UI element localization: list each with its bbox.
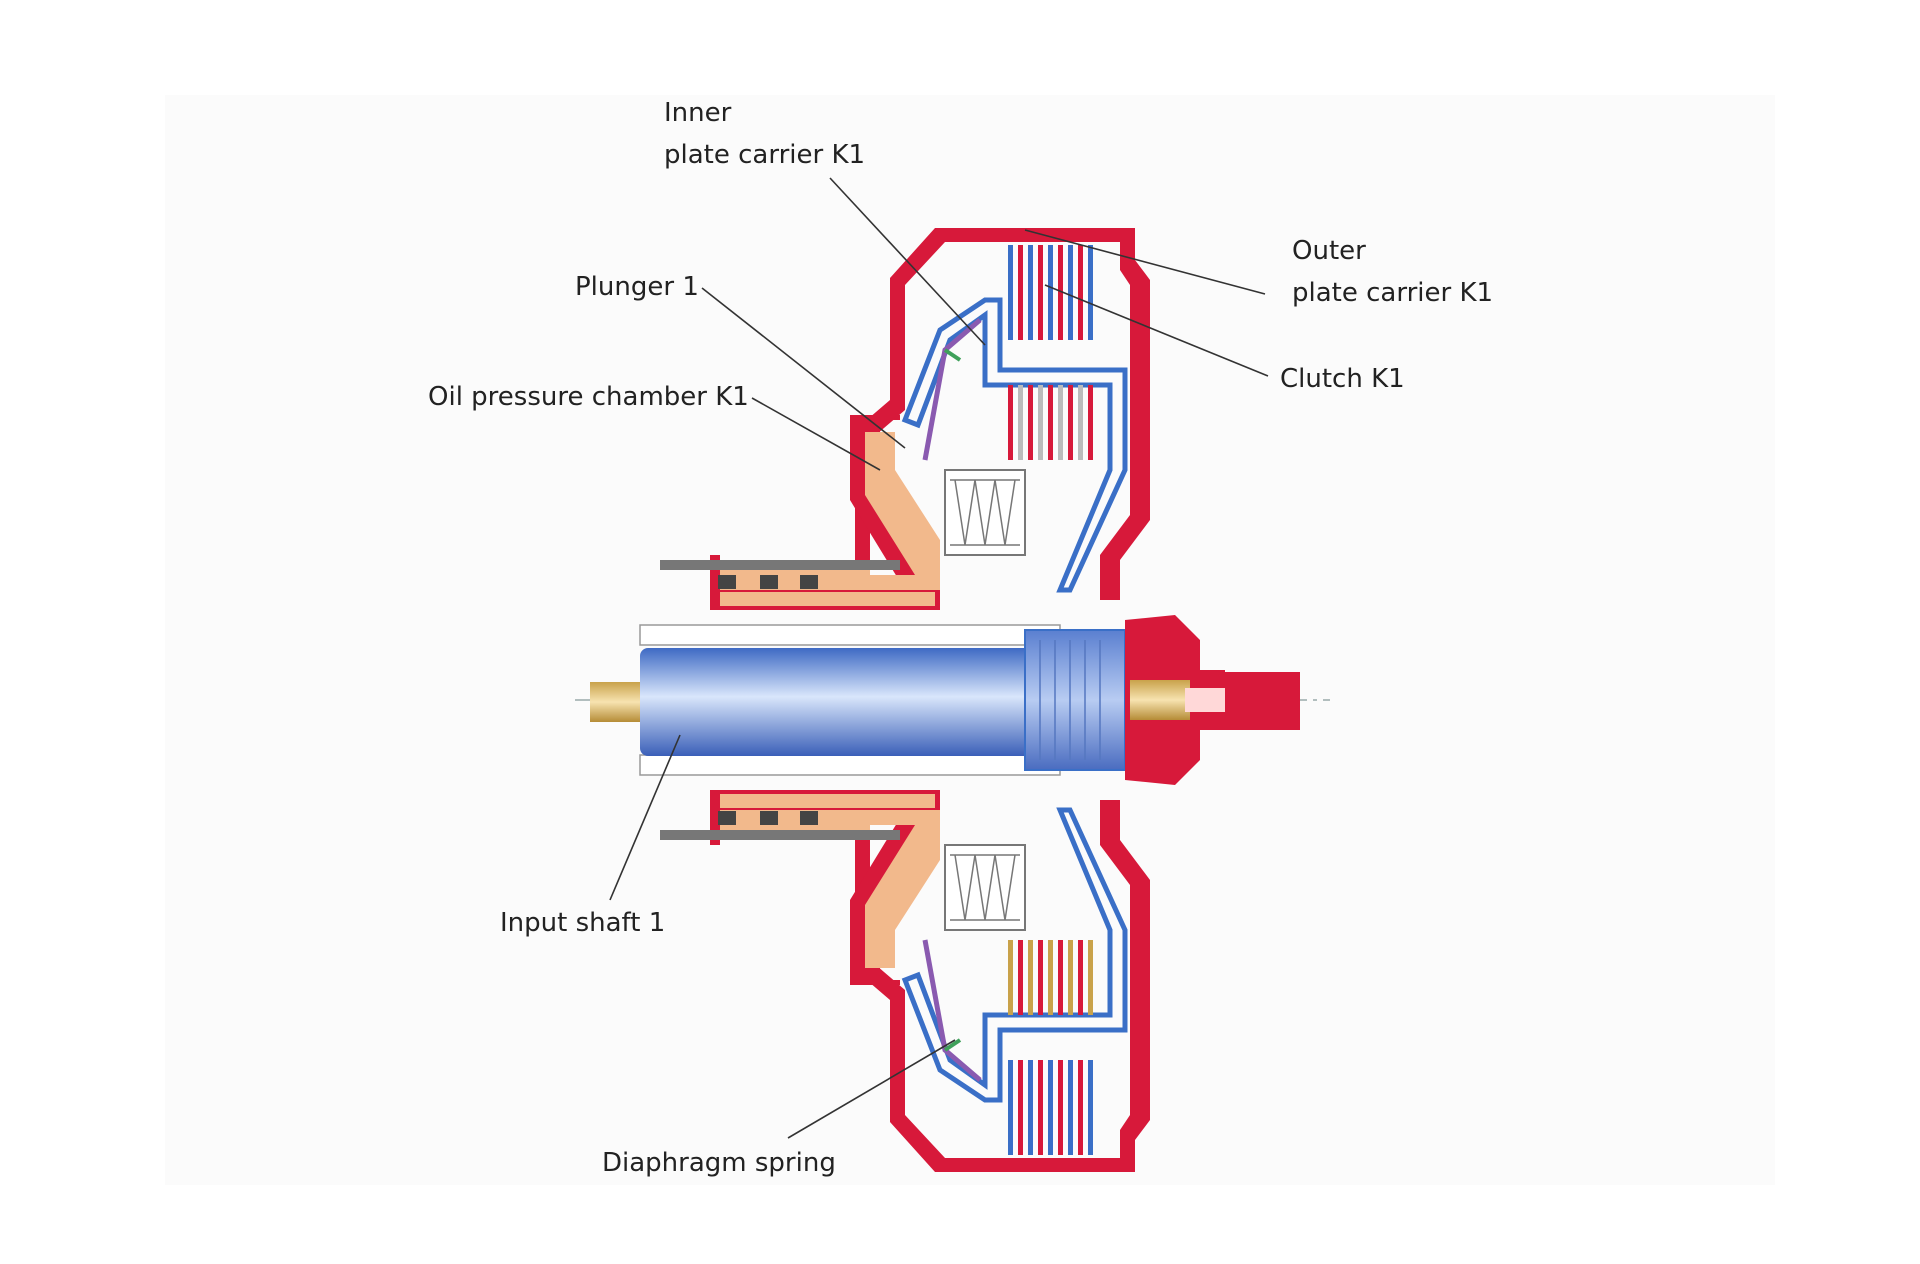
piston-plate-bottom — [720, 794, 935, 808]
label-input-shaft: Input shaft 1 — [500, 908, 666, 938]
diaphragm-green-top — [943, 348, 962, 362]
piston-plate-top — [720, 592, 935, 606]
clutch-plate — [1078, 385, 1083, 460]
label-inner-plate-carrier-line1: Inner — [664, 98, 732, 128]
clutch-plate — [1078, 940, 1083, 1015]
label-inner-plate-carrier-line2: plate carrier K1 — [664, 140, 866, 170]
clutch-plate — [1028, 245, 1033, 340]
clutch-plate — [1068, 940, 1073, 1015]
clutch-plate — [1038, 245, 1043, 340]
clutch-plates-top-outer — [1008, 245, 1093, 340]
clutch-plate — [1058, 245, 1063, 340]
clutch-plate — [1028, 385, 1033, 460]
label-diaphragm-spring: Diaphragm spring — [602, 1148, 836, 1178]
clutch-plate — [1048, 940, 1053, 1015]
label-outer-plate-carrier-line1: Outer — [1292, 236, 1366, 266]
clutch-plate — [1008, 1060, 1013, 1155]
clutch-plate — [1018, 940, 1023, 1015]
leader-outer-plate-carrier — [1024, 229, 1266, 295]
clutch-plate — [1008, 940, 1013, 1015]
oil-pressure-chamber-bottom — [720, 810, 940, 968]
input-shaft-1 — [640, 648, 1035, 756]
seal-top-1 — [718, 575, 736, 589]
clutch-plate — [1048, 1060, 1053, 1155]
clutch-plate — [1028, 940, 1033, 1015]
clutch-plate — [1088, 940, 1093, 1015]
input-shaft-tip — [590, 682, 640, 722]
clutch-plate — [1078, 245, 1083, 340]
clutch-plate — [1038, 385, 1043, 460]
clutch-plate — [1008, 385, 1013, 460]
clutch-plate — [1058, 940, 1063, 1015]
clutch-plate — [1068, 1060, 1073, 1155]
seal-bottom-3 — [800, 811, 818, 825]
oil-pressure-chamber-top — [720, 432, 940, 590]
clutch-plate — [1048, 385, 1053, 460]
label-oil-pressure-chamber: Oil pressure chamber K1 — [428, 382, 749, 412]
clutch-plate — [1018, 1060, 1023, 1155]
leader-inner-plate-carrier — [829, 177, 986, 346]
leader-plunger — [701, 287, 906, 449]
clutch-plate — [1068, 245, 1073, 340]
leader-diaphragm-spring — [787, 1039, 956, 1139]
clutch-plate — [1058, 1060, 1063, 1155]
clutch-plates-bottom-outer — [1008, 1060, 1093, 1155]
clutch-hub — [1024, 629, 1126, 771]
shaft-sleeve-bottom — [639, 754, 1061, 776]
seal-bottom-1 — [718, 811, 736, 825]
clutch-plate — [1038, 1060, 1043, 1155]
leader-oil-pressure-chamber — [751, 397, 881, 471]
leader-lines — [609, 177, 1269, 1139]
seal-top-3 — [800, 575, 818, 589]
outer-plate-carrier-bottom — [1100, 800, 1150, 1158]
leader-input-shaft — [609, 734, 681, 901]
clutch-plate — [1078, 1060, 1083, 1155]
clutch-plate — [1038, 940, 1043, 1015]
clutch-plate — [1088, 245, 1093, 340]
clutch-plate — [1058, 385, 1063, 460]
seal-bottom-2 — [760, 811, 778, 825]
clutch-plate — [1088, 1060, 1093, 1155]
sleeve-bottom — [660, 830, 900, 840]
outer-plate-carrier-top — [1100, 242, 1150, 600]
clutch-plate — [1068, 385, 1073, 460]
hub-splines — [1039, 640, 1101, 760]
leader-clutch — [1044, 284, 1269, 377]
flange-insert — [1130, 680, 1190, 720]
shaft-sleeve-top — [639, 624, 1061, 646]
flange-bore — [1185, 688, 1225, 712]
clutch-plates-bottom-inner — [1008, 940, 1093, 1015]
clutch-plate — [1018, 385, 1023, 460]
seal-top-2 — [760, 575, 778, 589]
label-plunger: Plunger 1 — [575, 272, 699, 302]
diaphragm-green-bottom — [943, 1038, 962, 1052]
clutch-plate — [1088, 385, 1093, 460]
return-spring-bottom — [950, 854, 1020, 921]
label-clutch: Clutch K1 — [1280, 364, 1405, 394]
label-outer-plate-carrier-line2: plate carrier K1 — [1292, 278, 1494, 308]
clutch-plate — [1008, 245, 1013, 340]
clutch-plate — [1028, 1060, 1033, 1155]
return-spring-top — [950, 479, 1020, 546]
clutch-plate — [1018, 245, 1023, 340]
clutch-plates-top-inner — [1008, 385, 1093, 460]
clutch-plate — [1048, 245, 1053, 340]
sleeve-top — [660, 560, 900, 570]
